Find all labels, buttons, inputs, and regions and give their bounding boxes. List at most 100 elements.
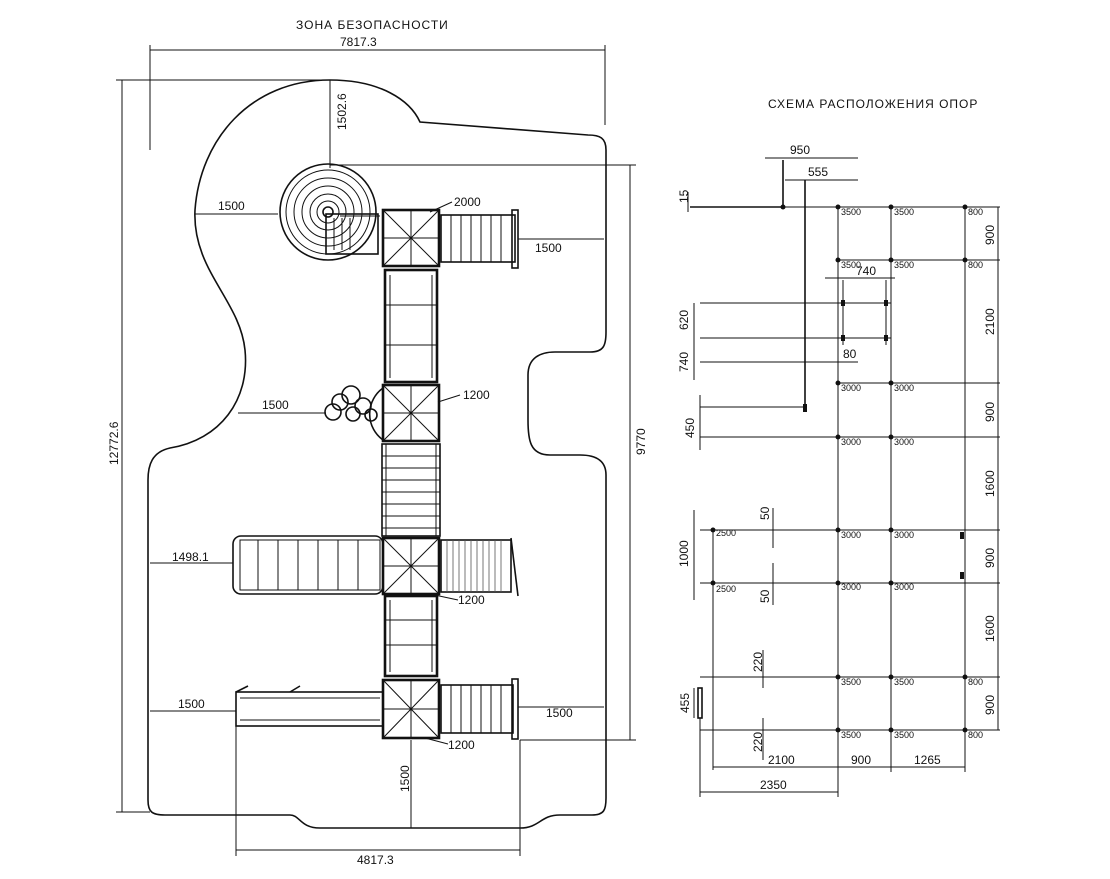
tower-frame — [381, 208, 441, 740]
dim-bottom-right-label: 1500 — [546, 706, 573, 720]
dim-740-vertical-label: 740 — [677, 352, 691, 372]
dim-740-vertical: 740 — [677, 338, 695, 380]
post-label: 3000 — [894, 383, 914, 393]
dim-450-label: 450 — [683, 418, 697, 438]
dim-r1600-a: 1600 — [983, 470, 997, 497]
dim-lower-tower: 1200 — [429, 593, 485, 607]
post-label: 3500 — [894, 677, 914, 687]
dim-50-a-label: 50 — [758, 506, 772, 520]
dim-r900-a: 900 — [983, 225, 997, 245]
dim-80: 80 — [823, 347, 858, 363]
dim-bottom-width-label: 4817.3 — [357, 853, 394, 867]
dim-r900-d: 900 — [983, 695, 997, 715]
dim-r900-b: 900 — [983, 402, 997, 422]
dim-spiral-left-label: 1500 — [218, 199, 245, 213]
spiral-slide — [279, 163, 380, 261]
post-label: 3000 — [841, 383, 861, 393]
dim-lower-tower-label: 1200 — [458, 593, 485, 607]
dim-bottom-width: 4817.3 — [235, 726, 521, 867]
post-label: 3500 — [841, 730, 861, 740]
dim-555-label: 555 — [808, 165, 828, 179]
dim-620-label: 620 — [677, 310, 691, 330]
dim-spiral-left: 1500 — [195, 199, 278, 215]
dim-top-stair-right: 1500 — [518, 238, 604, 255]
dim-bottom-left: 1500 — [150, 697, 236, 712]
support-grid — [690, 160, 1000, 770]
left-slide — [232, 535, 384, 595]
post-label: 3000 — [841, 437, 861, 447]
dim-15-label: 15 — [677, 189, 691, 203]
dim-r2100: 2100 — [983, 308, 997, 335]
dim-top-tower-label: 2000 — [454, 195, 481, 209]
post-label: 3000 — [894, 437, 914, 447]
dim-slide-left-label: 1498.1 — [172, 550, 209, 564]
dim-1000-label: 1000 — [677, 540, 691, 567]
dim-740-label: 740 — [856, 264, 876, 278]
dim-50-b-label: 50 — [758, 589, 772, 603]
safety-zone-outline — [147, 79, 607, 829]
dim-bottom-row: 2100 900 1265 2350 — [699, 718, 966, 797]
dim-220-a-label: 220 — [751, 652, 765, 672]
dim-220-b: 220 — [751, 718, 765, 760]
dim-tower-top-label: 1502.6 — [335, 93, 349, 130]
dim-mid-tower-label: 1200 — [463, 388, 490, 402]
post-label: 3500 — [841, 207, 861, 217]
dim-r1600-b: 1600 — [983, 615, 997, 642]
right-ladder — [440, 537, 519, 597]
post-label: 3500 — [894, 207, 914, 217]
dim-height-total-label: 12772.6 — [107, 421, 121, 465]
post-label: 3500 — [894, 730, 914, 740]
post-label: 800 — [968, 730, 983, 740]
dim-950-label: 950 — [790, 143, 810, 157]
dim-b2100: 2100 — [768, 753, 795, 767]
dim-555: 555 — [785, 165, 858, 181]
dim-80-label: 80 — [843, 347, 857, 361]
dim-220-a: 220 — [751, 650, 765, 688]
dim-slide-left: 1498.1 — [150, 550, 233, 564]
dim-mid-tower: 1200 — [437, 388, 490, 403]
dim-450: 450 — [683, 395, 701, 450]
dim-bottom-tower-label: 1200 — [448, 738, 475, 752]
post-label: 800 — [968, 677, 983, 687]
support-layout-scheme: СХЕМА РАСПОЛОЖЕНИЯ ОПОР — [677, 97, 1000, 797]
dim-620: 620 — [677, 303, 695, 338]
dim-bottom-right: 1500 — [518, 706, 604, 720]
dim-1000: 1000 — [677, 510, 695, 600]
post-label: 3500 — [841, 677, 861, 687]
post-label: 2500 — [716, 528, 736, 538]
post-label: 3000 — [841, 530, 861, 540]
dim-50-a: 50 — [758, 506, 774, 548]
dim-r900-c: 900 — [983, 548, 997, 568]
dim-tower-top: 1502.6 — [329, 80, 349, 168]
ball-climber — [324, 385, 384, 441]
dim-b900: 900 — [851, 753, 871, 767]
dim-top-width-label: 7817.3 — [340, 35, 377, 49]
post-label: 3500 — [894, 260, 914, 270]
safety-zone-plan: ЗОНА БЕЗОПАСНОСТИ 7817.3 12772.6 9770 — [107, 18, 648, 867]
dim-bottom-left-label: 1500 — [178, 697, 205, 711]
post-label: 3000 — [894, 530, 914, 540]
dim-b1265: 1265 — [914, 753, 941, 767]
dim-mid-left: 1500 — [238, 398, 326, 414]
dim-height-right-label: 9770 — [634, 428, 648, 455]
dim-bottom-tower: 1200 — [424, 737, 475, 752]
post-label: 3500 — [841, 260, 861, 270]
dim-220-b-label: 220 — [751, 732, 765, 752]
support-posts: 3500 3500 800 3500 3500 800 3000 3000 30… — [710, 204, 983, 740]
dim-mid-left-label: 1500 — [262, 398, 289, 412]
post-label: 800 — [968, 207, 983, 217]
dim-top-stair-right-label: 1500 — [535, 241, 562, 255]
post-label: 800 — [968, 260, 983, 270]
top-stair — [440, 209, 519, 269]
bottom-stair — [440, 678, 519, 740]
dim-455: 455 — [678, 687, 703, 719]
dim-bottom-down-label: 1500 — [398, 765, 412, 792]
dim-b2350: 2350 — [760, 778, 787, 792]
dim-top-width: 7817.3 — [149, 35, 606, 150]
post-label: 3000 — [894, 582, 914, 592]
dim-50-b: 50 — [758, 563, 774, 605]
post-label: 3000 — [841, 582, 861, 592]
dim-bottom-down: 1500 — [398, 740, 412, 828]
dim-950: 950 — [765, 143, 858, 159]
support-layout-title: СХЕМА РАСПОЛОЖЕНИЯ ОПОР — [768, 97, 978, 111]
